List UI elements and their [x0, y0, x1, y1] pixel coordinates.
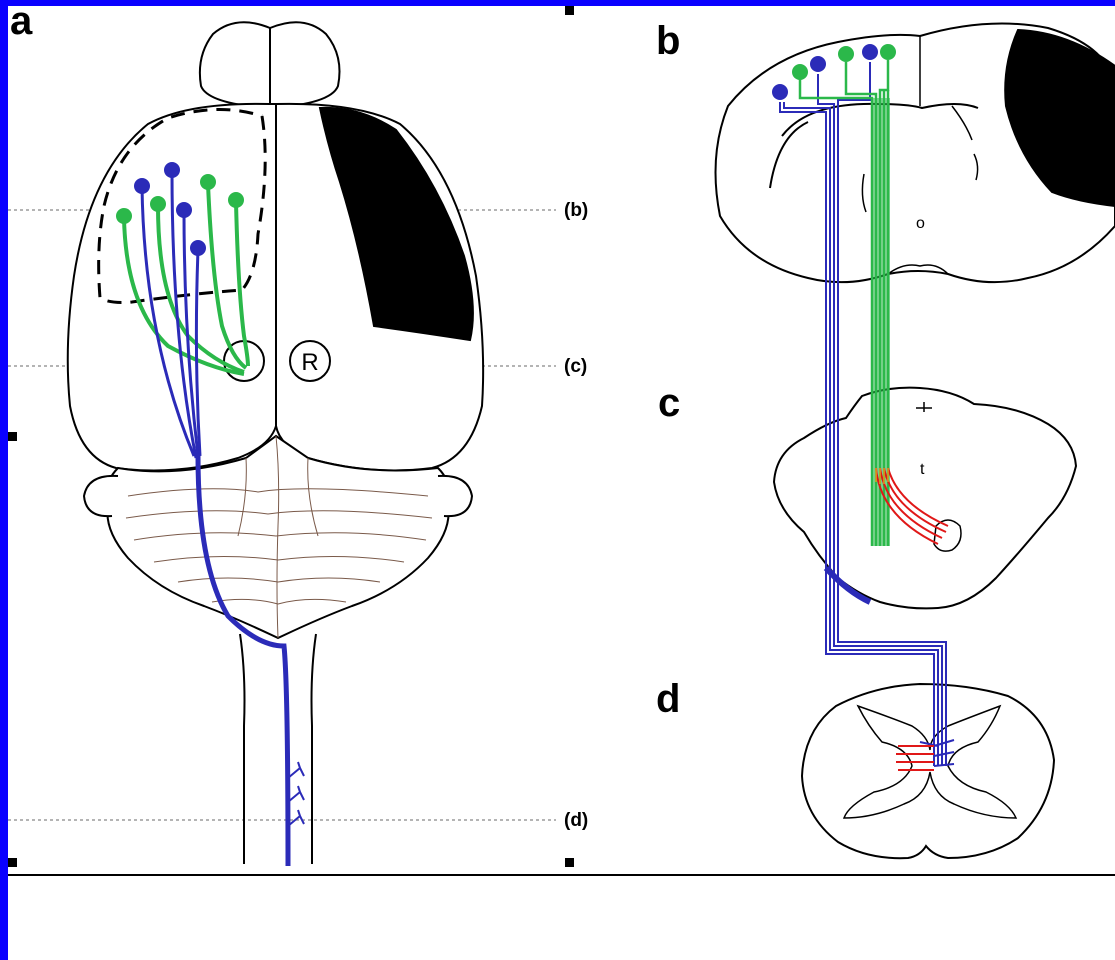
green-neuron-soma — [150, 196, 166, 212]
blue-neuron-soma — [164, 162, 180, 178]
panel-letter-c: c — [658, 381, 680, 425]
corticospinal-tract-diagram: R (b) (c) (d) a b c d — [8, 6, 1115, 874]
blue-neuron-soma — [810, 56, 826, 72]
level-label-d: (d) — [564, 810, 588, 831]
corner-marker — [565, 6, 574, 15]
green-neuron-soma — [838, 46, 854, 62]
panel-letter-d: d — [656, 677, 680, 721]
lower-blank-area — [8, 876, 1115, 960]
green-neuron-soma — [880, 44, 896, 60]
section-mark-o: o — [916, 215, 925, 232]
olfactory-bulb-left — [200, 22, 270, 108]
green-neuron-soma — [116, 208, 132, 224]
section-mark-t: t — [920, 461, 925, 478]
blue-neuron-soma — [176, 202, 192, 218]
corner-marker — [565, 858, 574, 867]
panel-b-coronal-section — [716, 24, 1115, 283]
level-label-b: (b) — [564, 200, 588, 221]
blue-neuron-soma — [862, 44, 878, 60]
spinal-cord — [312, 634, 317, 864]
panel-letter-b: b — [656, 19, 680, 63]
green-neuron-soma — [200, 174, 216, 190]
panel-letter-a: a — [10, 6, 33, 43]
level-label-c: (c) — [564, 356, 587, 377]
figure-canvas: R (b) (c) (d) a b c d — [8, 6, 1115, 876]
spinal-cord — [240, 634, 245, 864]
blue-neuron-soma — [134, 178, 150, 194]
blue-neuron-soma — [190, 240, 206, 256]
blue-neuron-soma — [772, 84, 788, 100]
green-neuron-soma — [228, 192, 244, 208]
r-marker-label: R — [301, 349, 318, 376]
olfactory-bulb-right — [270, 22, 340, 108]
brainstem-section-outline — [774, 388, 1076, 609]
panel-c-brainstem-section — [774, 388, 1076, 609]
spinal-section-outline — [802, 684, 1054, 858]
corner-marker — [8, 858, 17, 867]
corner-marker — [8, 432, 17, 441]
green-neuron-soma — [792, 64, 808, 80]
panel-a-brain-dorsal-view — [68, 22, 483, 864]
panel-d-spinal-section — [802, 684, 1054, 858]
